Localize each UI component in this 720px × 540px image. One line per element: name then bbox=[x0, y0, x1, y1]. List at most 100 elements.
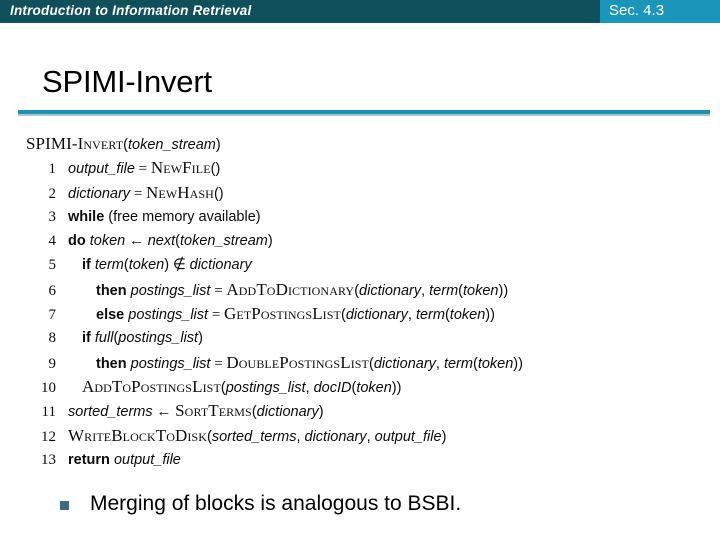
line-content: then postings_list = DoublePostingsList(… bbox=[56, 351, 523, 376]
operator: = bbox=[210, 282, 227, 299]
literal: ) bbox=[267, 233, 273, 250]
line-number: 1 bbox=[48, 161, 57, 178]
line-content: WriteBlockToDisk(sorted_terms, dictionar… bbox=[56, 424, 446, 449]
literal: ) bbox=[441, 428, 447, 445]
literal: ( bbox=[175, 233, 180, 250]
line-content: if full(postings_list) bbox=[56, 326, 203, 350]
identifier: token_stream bbox=[180, 233, 268, 250]
procedure-arg: token_stream bbox=[128, 137, 216, 153]
line-number: 10 bbox=[41, 379, 56, 396]
literal: ) bbox=[164, 257, 170, 274]
identifier: next bbox=[147, 233, 176, 250]
identifier: token bbox=[356, 379, 392, 396]
literal: ( bbox=[354, 282, 360, 299]
identifier: token bbox=[449, 307, 486, 324]
line-number: 5 bbox=[48, 257, 57, 274]
identifier: term bbox=[415, 307, 445, 324]
literal: () bbox=[213, 185, 224, 202]
operator: = bbox=[210, 355, 227, 372]
square-bullet-icon bbox=[60, 501, 69, 510]
line-content: then postings_list = AddToDictionary(dic… bbox=[56, 278, 508, 303]
identifier: postings_list bbox=[128, 307, 209, 324]
keyword: while bbox=[68, 208, 105, 225]
identifier: token bbox=[463, 282, 499, 299]
line-number: 11 bbox=[41, 404, 56, 421]
procedure-name-prefix: SPIMI- bbox=[26, 134, 78, 153]
identifier: term bbox=[429, 282, 459, 299]
section-badge: Sec. 4.3 bbox=[600, 0, 720, 23]
line-content: while (free memory available) bbox=[56, 205, 261, 229]
identifier: token bbox=[128, 257, 165, 274]
bullet-label: Merging of blocks is analogous to BSBI. bbox=[90, 492, 462, 515]
course-title: Introduction to Information Retrieval bbox=[10, 3, 252, 18]
literal: ( bbox=[113, 330, 119, 347]
literal: , bbox=[435, 355, 444, 372]
literal: )) bbox=[513, 355, 523, 372]
line-number: 4 bbox=[48, 233, 57, 250]
procedure-call: WriteBlockToDisk bbox=[68, 425, 207, 445]
identifier: term bbox=[94, 257, 124, 274]
line-content: do token ← next(token_stream) bbox=[56, 229, 273, 253]
identifier: token bbox=[89, 233, 126, 250]
line-number: 9 bbox=[48, 355, 57, 372]
identifier: output_file bbox=[113, 451, 181, 468]
operator: = bbox=[208, 307, 225, 324]
line-number: 8 bbox=[48, 330, 57, 347]
identifier: dictionary bbox=[304, 428, 367, 445]
procedure-call: AddToDictionary bbox=[226, 279, 355, 299]
literal: )) bbox=[391, 379, 402, 396]
literal: ( bbox=[220, 379, 226, 396]
header-bar: Introduction to Information Retrieval Se… bbox=[0, 0, 720, 23]
identifier: docID bbox=[313, 379, 352, 396]
line-content: dictionary = NewHash() bbox=[56, 181, 224, 206]
operator: = bbox=[130, 185, 147, 202]
line-content: else postings_list = GetPostingsList(dic… bbox=[56, 302, 495, 327]
operator: ← bbox=[125, 233, 148, 250]
keyword: then bbox=[96, 355, 127, 372]
literal: ( bbox=[251, 404, 257, 421]
page-title: SPIMI-Invert bbox=[42, 64, 212, 99]
literal: () bbox=[210, 161, 221, 178]
identifier: postings_list bbox=[130, 282, 211, 299]
identifier: sorted_terms bbox=[68, 404, 153, 421]
procedure-call: SortTerms bbox=[175, 401, 252, 421]
literal: ) bbox=[198, 330, 203, 347]
keyword: if bbox=[82, 330, 91, 347]
keyword: then bbox=[96, 282, 127, 299]
literal: )) bbox=[498, 282, 509, 299]
identifier: full bbox=[94, 330, 114, 347]
identifier: dictionary bbox=[359, 282, 422, 299]
identifier: dictionary bbox=[68, 185, 131, 202]
keyword: return bbox=[68, 451, 110, 468]
procedure-call: AddToPostingsList bbox=[82, 376, 221, 396]
identifier: token bbox=[477, 355, 514, 372]
identifier: output_file bbox=[68, 161, 135, 178]
identifier: dictionary bbox=[189, 257, 252, 274]
identifier: output_file bbox=[374, 428, 442, 445]
literal: , bbox=[366, 428, 375, 445]
literal: ( bbox=[351, 379, 357, 396]
literal: ( bbox=[369, 355, 374, 372]
title-divider-shadow bbox=[18, 114, 710, 116]
line-number: 6 bbox=[48, 282, 57, 299]
section-label: Sec. 4.3 bbox=[609, 2, 665, 19]
literal: , bbox=[421, 282, 430, 299]
identifier: dictionary bbox=[256, 404, 319, 421]
line-content: output_file = NewFile() bbox=[56, 156, 220, 181]
pseudocode-signature: SPIMI-Invert(token_stream) bbox=[26, 132, 706, 156]
line-number: 13 bbox=[41, 451, 56, 468]
literal: , bbox=[296, 428, 305, 445]
procedure-name: Invert bbox=[77, 134, 124, 153]
literal: ( bbox=[444, 307, 450, 324]
